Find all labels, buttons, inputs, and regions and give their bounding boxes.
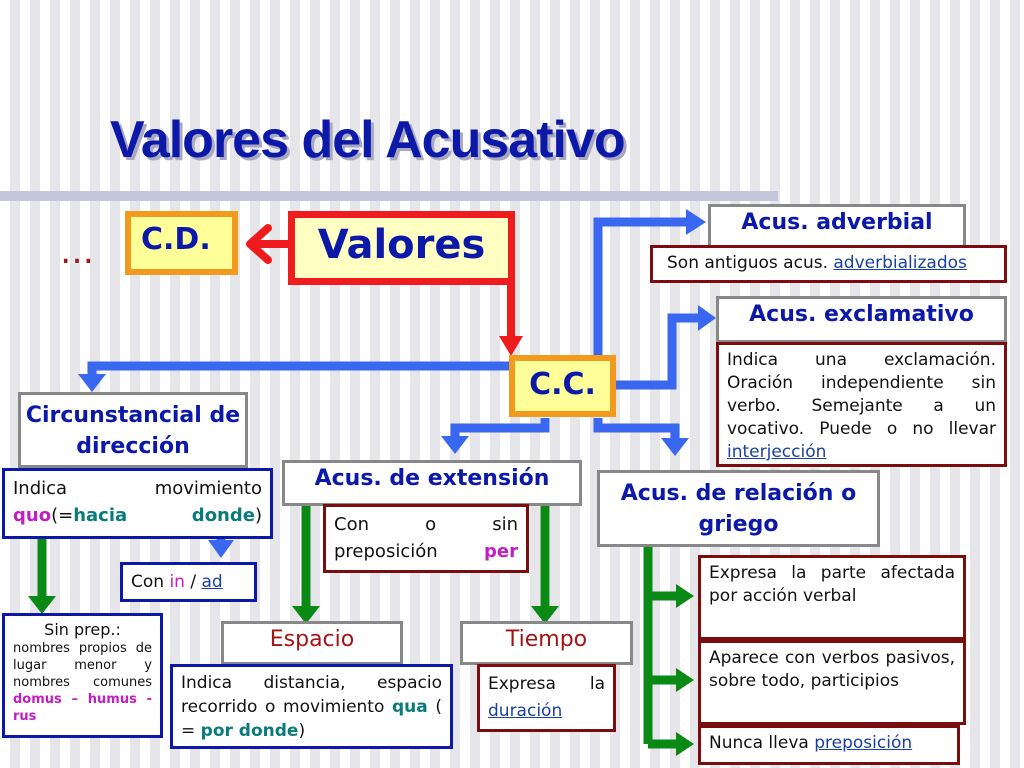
node-acus-extension: Acus. de extensión — [282, 460, 582, 506]
arrow-cc-to-adverbial — [593, 217, 688, 356]
arrow-head-cc — [499, 336, 523, 356]
link-ad[interactable]: ad — [201, 572, 223, 592]
link-preposicion[interactable]: preposición — [814, 733, 913, 753]
arrow-valores-to-cd — [246, 224, 292, 264]
link-interjeccion[interactable]: interjección — [727, 442, 827, 462]
extension-description: Con o sin preposición per — [323, 504, 529, 573]
node-acus-adverbial: Acus. adverbial — [708, 204, 966, 248]
word-por-donde: por donde — [200, 721, 299, 741]
page-title: Valores del Acusativo — [110, 111, 626, 169]
green-arrows — [37, 502, 678, 749]
espacio-description: Indica distancia, espacio recorrido o mo… — [170, 664, 453, 749]
adverbial-text: Son antiguos acus. — [667, 253, 834, 273]
blue-arrow-heads — [78, 209, 716, 558]
word-in: in — [169, 572, 185, 592]
link-adverbializados[interactable]: adverbializados — [833, 253, 967, 273]
arrow-relacion-branches — [643, 546, 678, 749]
word-quo: quo — [13, 505, 52, 526]
word-hacia-donde: hacia donde — [73, 505, 255, 526]
red-arrows — [246, 224, 515, 344]
node-espacio: Espacio — [221, 621, 403, 665]
ellipsis: … — [60, 232, 94, 272]
words-domus-humus-rus: domus – humus - rus — [13, 692, 152, 724]
word-per: per — [484, 541, 518, 562]
direccion-description: Indica movimiento quo(=hacia donde) — [2, 468, 273, 539]
arrow-cc-to-relacion — [593, 418, 680, 440]
node-valores: Valores — [288, 211, 515, 285]
green-arrow-heads — [28, 584, 694, 756]
node-circunstancial-direccion: Circunstancial de dirección — [18, 392, 248, 468]
sin-prep-description: nombres propios de lugar menor y nombres… — [13, 641, 152, 724]
relacion-item-1: Expresa la parte afectada por acción ver… — [698, 555, 966, 640]
sin-prep-box: Sin prep.: nombres propios de lugar menor… — [2, 613, 163, 738]
node-acus-exclamativo: Acus. exclamativo — [716, 296, 1007, 343]
exclamativo-text: Indica una exclamación. Oración independ… — [727, 350, 996, 439]
arrow-cc-to-direccion — [87, 361, 509, 376]
title-underline — [0, 191, 778, 201]
node-tiempo: Tiempo — [460, 621, 633, 665]
link-duracion[interactable]: duración — [488, 701, 563, 721]
relacion-item-2: Aparece con verbos pasivos, sobre todo, … — [698, 640, 966, 725]
arrow-cc-to-extension — [450, 418, 550, 438]
sin-prep-title: Sin prep.: — [44, 620, 121, 639]
node-cd: C.D. — [125, 211, 238, 275]
arrow-cc-to-exclamativo — [616, 313, 700, 390]
node-acus-relacion: Acus. de relación o griego — [597, 470, 880, 547]
node-cc: C.C. — [509, 355, 616, 417]
word-qua: qua — [392, 697, 428, 717]
exclamativo-description: Indica una exclamación. Oración independ… — [716, 342, 1007, 467]
con-in-ad-box: Con in / ad — [120, 562, 257, 602]
relacion-item-3: Nunca lleva preposición — [698, 725, 960, 765]
tiempo-description: Expresa la duración — [477, 664, 616, 732]
adverbial-description: Son antiguos acus. adverbializados — [650, 245, 1007, 283]
blue-arrows — [87, 217, 700, 440]
